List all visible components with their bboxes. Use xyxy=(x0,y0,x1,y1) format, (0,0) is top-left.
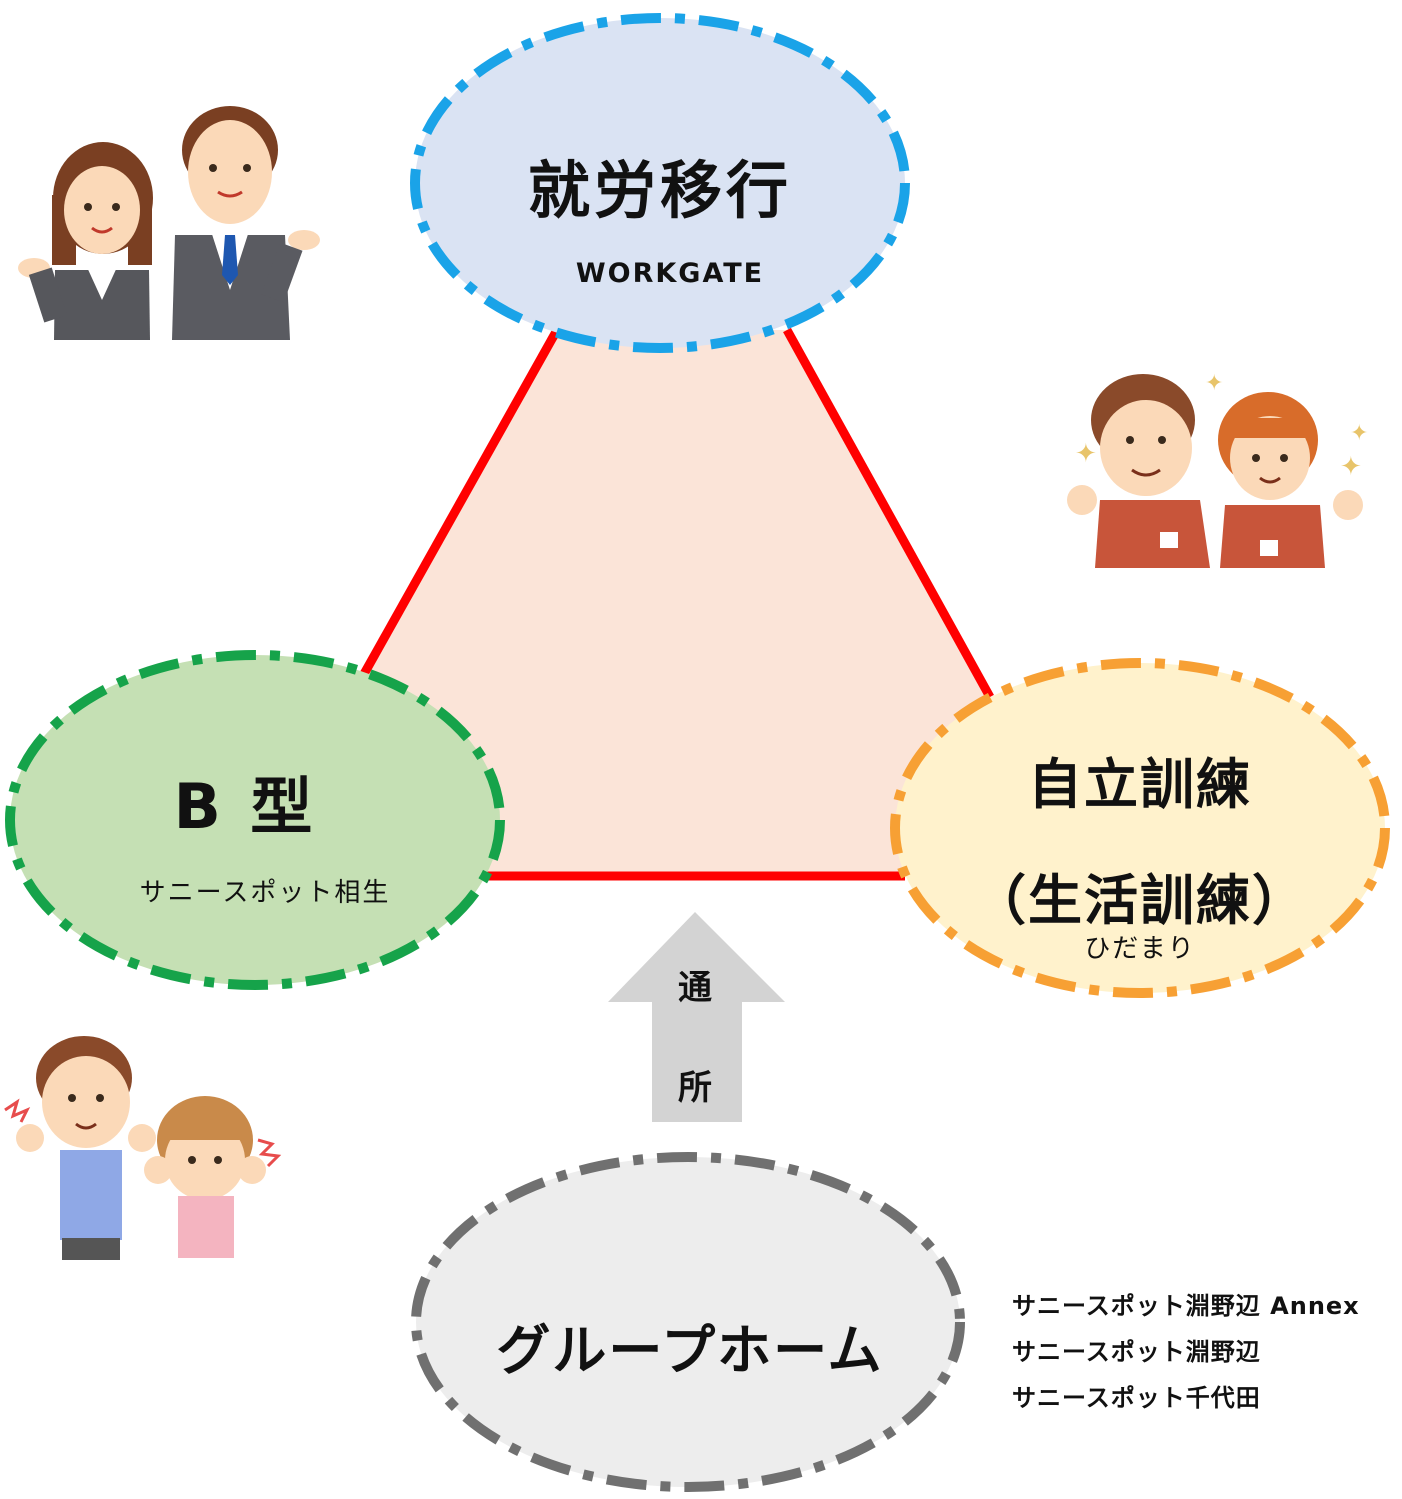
svg-text:✦: ✦ xyxy=(1205,371,1223,396)
staff-cheering-illustration: ✦ ✦ ✦ ✦ xyxy=(1067,371,1368,568)
svg-text:✦: ✦ xyxy=(1340,452,1362,482)
service-triangle xyxy=(355,330,990,876)
commute-arrow xyxy=(608,912,785,1122)
node-top-ellipse xyxy=(410,13,910,353)
facility-item: サニースポット千代田 xyxy=(1012,1384,1261,1412)
workers-cheering-illustration xyxy=(4,1036,282,1260)
node-right-ellipse xyxy=(890,658,1390,998)
node-left-ellipse xyxy=(5,650,505,990)
business-people-illustration xyxy=(18,106,320,340)
triangle-edges xyxy=(351,327,561,693)
arrow-label-2: 所 xyxy=(678,1068,712,1108)
svg-text:✦: ✦ xyxy=(1350,421,1368,446)
triangle-edge-right xyxy=(783,327,994,700)
node-left-subtitle: サニースポット相生 xyxy=(139,878,391,908)
node-bottom-ellipse xyxy=(411,1152,965,1492)
facility-item: サニースポット淵野辺 xyxy=(1012,1338,1261,1366)
node-right-title: 自立訓練 xyxy=(1028,753,1252,816)
facility-item: サニースポット淵野辺 Annex xyxy=(1012,1292,1360,1320)
svg-text:✦: ✦ xyxy=(1075,439,1097,469)
node-bottom-title: グループホーム xyxy=(496,1319,884,1382)
node-top-title: 就労移行 xyxy=(527,154,792,227)
node-left-title: B 型 xyxy=(173,770,317,843)
arrow-label-1: 通 xyxy=(678,968,712,1008)
node-right-title-paren: （生活訓練） xyxy=(972,869,1308,932)
node-right-subtitle: ひだまり xyxy=(1084,934,1196,964)
facility-list: サニースポット淵野辺 Annex サニースポット淵野辺 サニースポット千代田 xyxy=(1012,1283,1360,1421)
node-top-subtitle: WORKGATE xyxy=(575,258,765,289)
